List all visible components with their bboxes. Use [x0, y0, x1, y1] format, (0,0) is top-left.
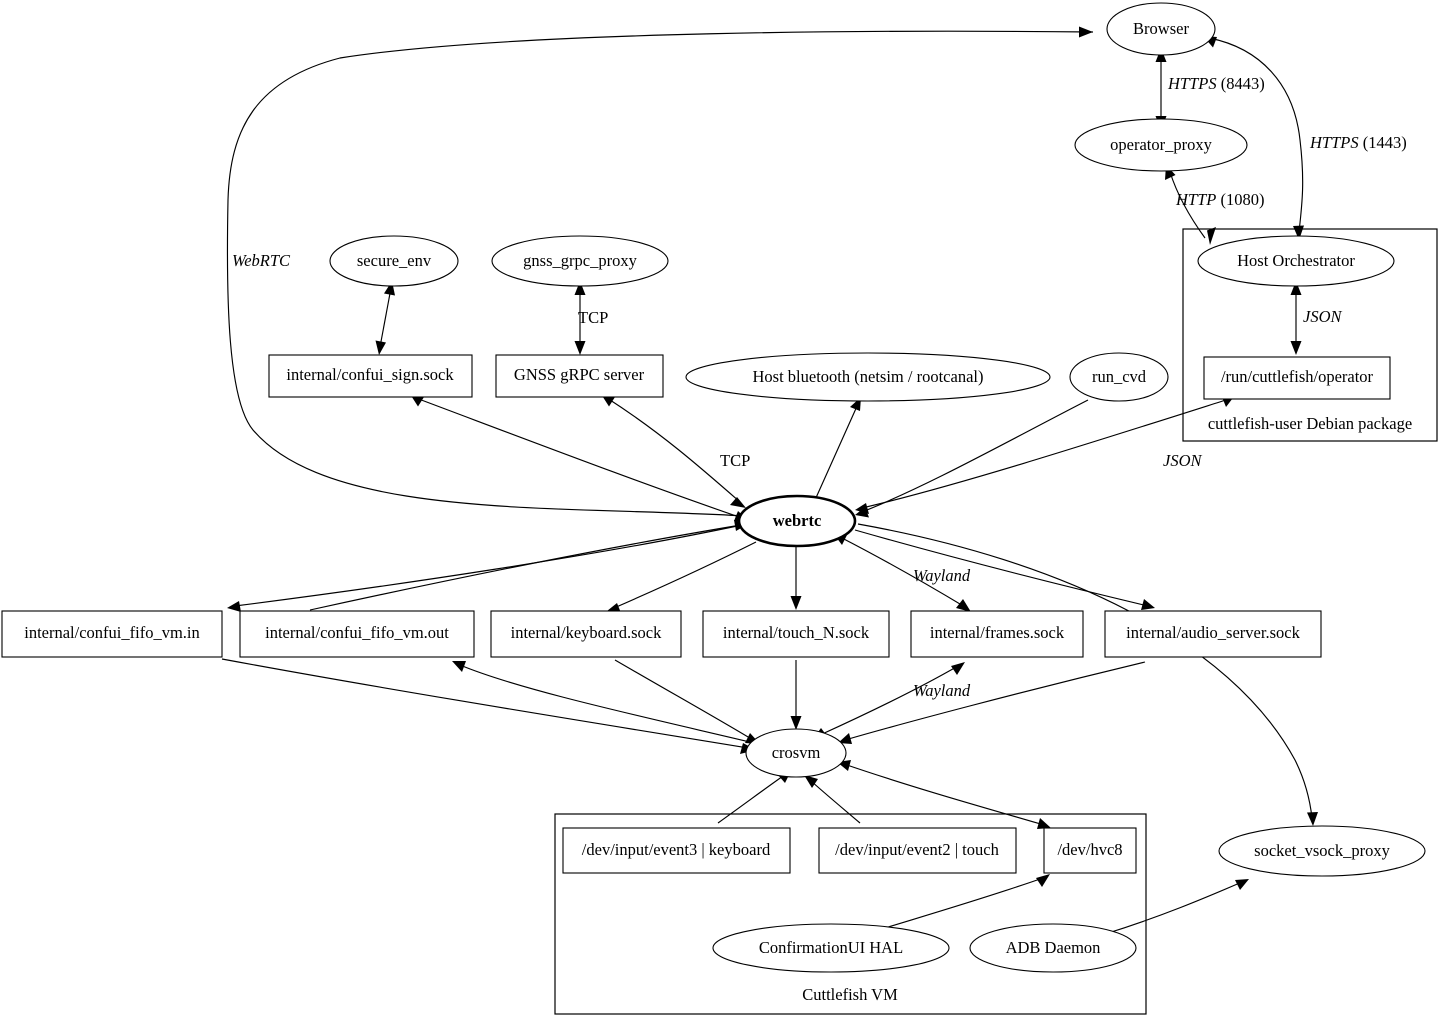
node-webrtc[interactable]: webrtc — [737, 494, 857, 548]
node-confui-fifo-vm-out[interactable]: internal/confui_fifo_vm.out — [239, 610, 475, 658]
edge-label-https-1443: HTTPS (1443) — [1309, 133, 1407, 152]
node-hvc8[interactable]: /dev/hvc8 — [1043, 827, 1137, 874]
edge-label-tcp-gnss: TCP — [578, 308, 608, 327]
edge-webrtc-host-bluetooth — [814, 397, 861, 501]
node-confui-sign-sock[interactable]: internal/confui_sign.sock — [268, 354, 473, 398]
edge-browser-operator-proxy — [1155, 48, 1167, 130]
edge-label-https-1443-protocol: HTTPS — [1309, 133, 1359, 152]
cluster-cuttlefish-user: cuttlefish-user Debian package — [1182, 228, 1438, 442]
cluster-cuttlefish-vm-label: Cuttlefish VM — [802, 985, 898, 1004]
node-socket-vsock-proxy[interactable]: socket_vsock_proxy — [1218, 825, 1426, 877]
node-keyboard-sock[interactable]: internal/keyboard.sock — [490, 610, 682, 658]
node-crosvm[interactable]: crosvm — [745, 728, 847, 778]
node-confui-fifo-vm-out-label: internal/confui_fifo_vm.out — [265, 623, 449, 642]
node-keyboard-sock-label: internal/keyboard.sock — [511, 623, 662, 642]
node-operator-proxy[interactable]: operator_proxy — [1074, 118, 1248, 172]
edge-touch-sock-crosvm — [790, 660, 802, 730]
node-hvc8-label: /dev/hvc8 — [1057, 840, 1122, 859]
edge-event2-crosvm — [804, 775, 861, 824]
edge-webrtc-confui-fifo-in — [227, 524, 743, 612]
node-confui-sign-sock-label: internal/confui_sign.sock — [286, 365, 454, 384]
node-crosvm-label: crosvm — [772, 743, 821, 762]
node-secure-env-label: secure_env — [357, 251, 432, 270]
cluster-cuttlefish-vm: Cuttlefish VM — [554, 813, 1147, 1015]
node-event2-touch-label: /dev/input/event2 | touch — [835, 840, 999, 859]
node-host-orchestrator[interactable]: Host Orchestrator — [1197, 235, 1395, 287]
edge-keyboard-sock-crosvm — [614, 659, 760, 744]
edge-audio-server-sock-crosvm — [838, 661, 1146, 744]
node-host-bluetooth-label: Host bluetooth (netsim / rootcanal) — [753, 367, 984, 386]
node-run-cvd[interactable]: run_cvd — [1069, 352, 1169, 402]
node-confirmationui-hal[interactable]: ConfirmationUI HAL — [712, 923, 950, 973]
node-browser-label: Browser — [1133, 19, 1189, 38]
node-frames-sock[interactable]: internal/frames.sock — [910, 610, 1084, 658]
node-webrtc-label: webrtc — [773, 511, 822, 530]
node-event3-keyboard[interactable]: /dev/input/event3 | keyboard — [562, 827, 791, 874]
node-secure-env[interactable]: secure_env — [329, 235, 459, 287]
node-audio-server-sock-label: internal/audio_server.sock — [1126, 623, 1300, 642]
node-gnss-grpc-proxy-label: gnss_grpc_proxy — [523, 251, 637, 270]
edge-label-json-orchestrator: JSON — [1303, 307, 1342, 326]
edge-label-wayland-top: Wayland — [913, 566, 971, 585]
edge-webrtc-audio-server-sock — [854, 529, 1155, 610]
node-event3-keyboard-label: /dev/input/event3 | keyboard — [582, 840, 771, 859]
edge-webrtc-socket-vsock-proxy — [857, 523, 1318, 826]
node-confui-fifo-vm-in[interactable]: internal/confui_fifo_vm.in — [1, 610, 223, 658]
node-adb-daemon-label: ADB Daemon — [1006, 938, 1101, 957]
edge-host-orchestrator-operator-socket — [1290, 281, 1302, 355]
edge-crosvm-hvc8 — [837, 760, 1051, 829]
edge-webrtc-keyboard-sock — [607, 541, 757, 613]
node-run-cvd-label: run_cvd — [1092, 367, 1147, 386]
edge-label-tcp-webrtc: TCP — [720, 451, 750, 470]
edge-confui-sign-sock-webrtc — [410, 394, 749, 521]
edge-adb-daemon-socket-vsock-proxy — [1104, 879, 1249, 935]
node-gnss-grpc-server-label: GNSS gRPC server — [514, 365, 645, 384]
node-confirmationui-hal-label: ConfirmationUI HAL — [759, 938, 903, 957]
edge-label-webrtc: WebRTC — [232, 251, 291, 270]
node-touch-n-sock-label: internal/touch_N.sock — [723, 623, 870, 642]
node-adb-daemon[interactable]: ADB Daemon — [969, 923, 1137, 973]
node-event2-touch[interactable]: /dev/input/event2 | touch — [818, 827, 1017, 874]
edge-label-https-1443-detail: (1443) — [1359, 133, 1407, 152]
edge-secure-env-confui-sign-sock — [375, 281, 395, 355]
node-run-cuttlefish-operator-label: /run/cuttlefish/operator — [1221, 367, 1374, 386]
node-browser[interactable]: Browser — [1106, 2, 1216, 56]
node-touch-n-sock[interactable]: internal/touch_N.sock — [702, 610, 890, 658]
node-gnss-grpc-proxy[interactable]: gnss_grpc_proxy — [491, 235, 669, 287]
node-confui-fifo-vm-in-label: internal/confui_fifo_vm.in — [24, 623, 200, 642]
edge-gnss-proxy-gnss-server — [574, 281, 586, 355]
edge-event3-crosvm — [717, 769, 792, 824]
node-frames-sock-label: internal/frames.sock — [930, 623, 1065, 642]
edge-webrtc-touch-sock — [790, 546, 802, 610]
node-run-cuttlefish-operator[interactable]: /run/cuttlefish/operator — [1203, 356, 1391, 400]
cluster-cuttlefish-user-label: cuttlefish-user Debian package — [1208, 414, 1412, 433]
node-audio-server-sock[interactable]: internal/audio_server.sock — [1104, 610, 1322, 658]
nodes: Browser operator_proxy Host Orchestrator… — [1, 2, 1426, 973]
node-socket-vsock-proxy-label: socket_vsock_proxy — [1254, 841, 1390, 860]
node-operator-proxy-label: operator_proxy — [1110, 135, 1212, 154]
edge-crosvm-confui-fifo-out — [452, 661, 751, 743]
edge-confui-fifo-out-webrtc — [309, 520, 748, 611]
edge-label-http-1080: HTTP (1080) — [1175, 190, 1264, 209]
node-gnss-grpc-server[interactable]: GNSS gRPC server — [495, 354, 664, 398]
edge-label-https-8443-detail: (8443) — [1217, 74, 1265, 93]
edge-label-https-8443-protocol: HTTPS — [1167, 74, 1217, 93]
node-host-orchestrator-label: Host Orchestrator — [1237, 251, 1355, 270]
edge-confui-fifo-in-crosvm — [221, 658, 756, 754]
edge-label-https-8443: HTTPS (8443) — [1167, 74, 1265, 93]
edge-operator-proxy-host-orchestrator — [1165, 165, 1216, 245]
edge-webrtc-browser — [226, 26, 1094, 517]
node-host-bluetooth[interactable]: Host bluetooth (netsim / rootcanal) — [685, 352, 1051, 402]
edge-labels: HTTPS (8443) HTTPS (1443) HTTP (1080) JS… — [232, 74, 1407, 700]
edge-label-wayland-bottom: Wayland — [913, 681, 971, 700]
edge-run-cvd-webrtc — [855, 399, 1089, 518]
edge-label-http-1080-protocol: HTTP — [1175, 190, 1216, 209]
edge-label-http-1080-detail: (1080) — [1216, 190, 1264, 209]
edge-label-json-runcvd: JSON — [1163, 451, 1202, 470]
